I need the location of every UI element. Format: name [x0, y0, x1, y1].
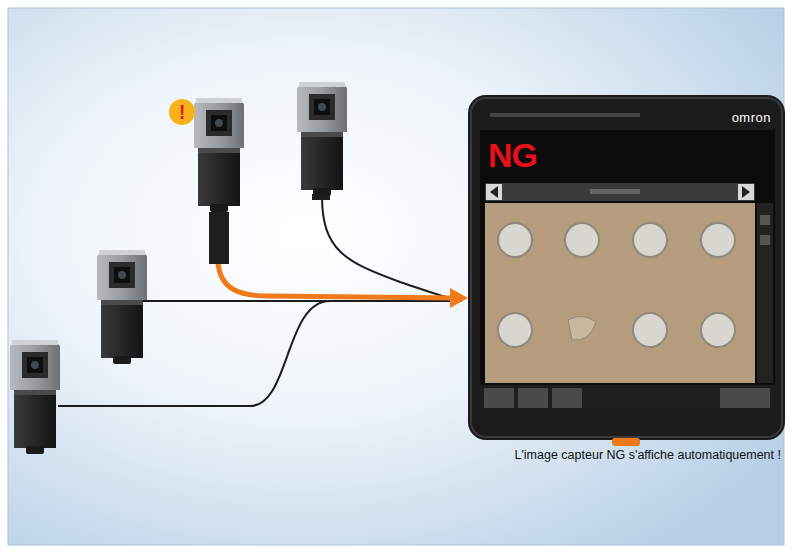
monitor — [468, 95, 785, 446]
arrow-head — [450, 288, 468, 308]
camera — [10, 340, 60, 454]
caption-note: L'image capteur NG s'affiche automatique… — [515, 448, 782, 462]
highlight-arrow — [218, 262, 452, 298]
camera — [194, 98, 244, 212]
monitor-display: omronNG — [468, 95, 785, 440]
node-text: NG — [488, 138, 537, 172]
camera — [97, 250, 147, 364]
warning-badge: ! — [169, 99, 195, 125]
node-text: omron — [732, 110, 771, 125]
camera — [297, 82, 347, 196]
node-text: ! — [179, 102, 186, 122]
camera-cable-sleeve — [209, 212, 229, 264]
cable — [58, 196, 462, 406]
screen: NG — [480, 130, 775, 412]
